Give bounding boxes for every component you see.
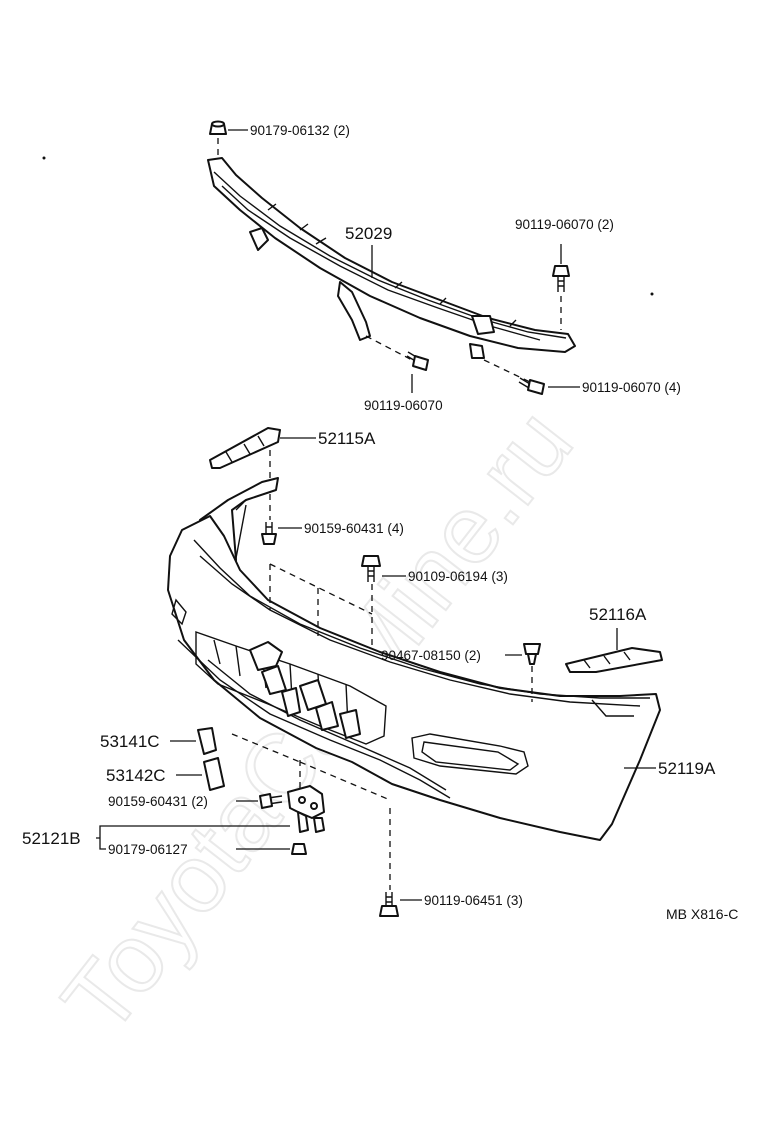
label-bolt-right-lower: 90119-06070 (4)	[582, 380, 681, 395]
reference-code: MB X816-C	[666, 906, 738, 922]
bolt-right-upper-icon	[552, 265, 570, 292]
retainer-upper-left-part	[209, 427, 281, 469]
label-nut-bracket: 90179-06127	[108, 842, 188, 857]
bumper-cover-part	[167, 477, 661, 841]
cap-lower-part	[203, 757, 225, 791]
label-bolt-bottom: 90119-06451 (3)	[424, 893, 523, 908]
label-retainer-upper-left: 52115A	[318, 429, 376, 448]
label-screw-bracket: 90159-60431 (2)	[108, 794, 208, 809]
nut-top-icon	[209, 120, 227, 135]
bolt-right-lower-icon	[518, 377, 545, 395]
screw-left-retainer-icon	[261, 522, 277, 545]
cap-upper-part	[197, 727, 217, 755]
label-nut-top: 90179-06132 (2)	[250, 123, 350, 138]
label-cap-lower: 53142C	[106, 766, 166, 785]
label-clip-right: 90467-08150 (2)	[381, 648, 481, 663]
label-bracket-group: 52121B	[22, 829, 81, 848]
bracket-group-part	[287, 785, 325, 833]
retainer-upper-right-part	[565, 647, 663, 673]
label-bolt-center: 90119-06070	[364, 398, 443, 413]
label-retainer-upper-right: 52116A	[589, 605, 647, 624]
label-bolt-center-upper: 90109-06194 (3)	[408, 569, 508, 584]
label-bumper-cover: 52119A	[658, 759, 716, 778]
clip-right-icon	[523, 643, 541, 665]
nut-bracket-icon	[291, 843, 307, 855]
label-bolt-right-upper: 90119-06070 (2)	[515, 217, 614, 232]
reinforcement-part	[207, 157, 576, 359]
label-reinforcement: 52029	[345, 224, 392, 243]
license-bracket-part	[249, 641, 361, 739]
screw-bracket-icon	[259, 793, 283, 809]
bolt-bottom-icon	[379, 892, 399, 917]
bolt-center-upper-icon	[361, 555, 381, 582]
label-screw-left-retainer: 90159-60431 (4)	[304, 521, 404, 536]
label-cap-upper: 53141C	[100, 732, 160, 751]
bolt-center-icon	[406, 351, 429, 371]
